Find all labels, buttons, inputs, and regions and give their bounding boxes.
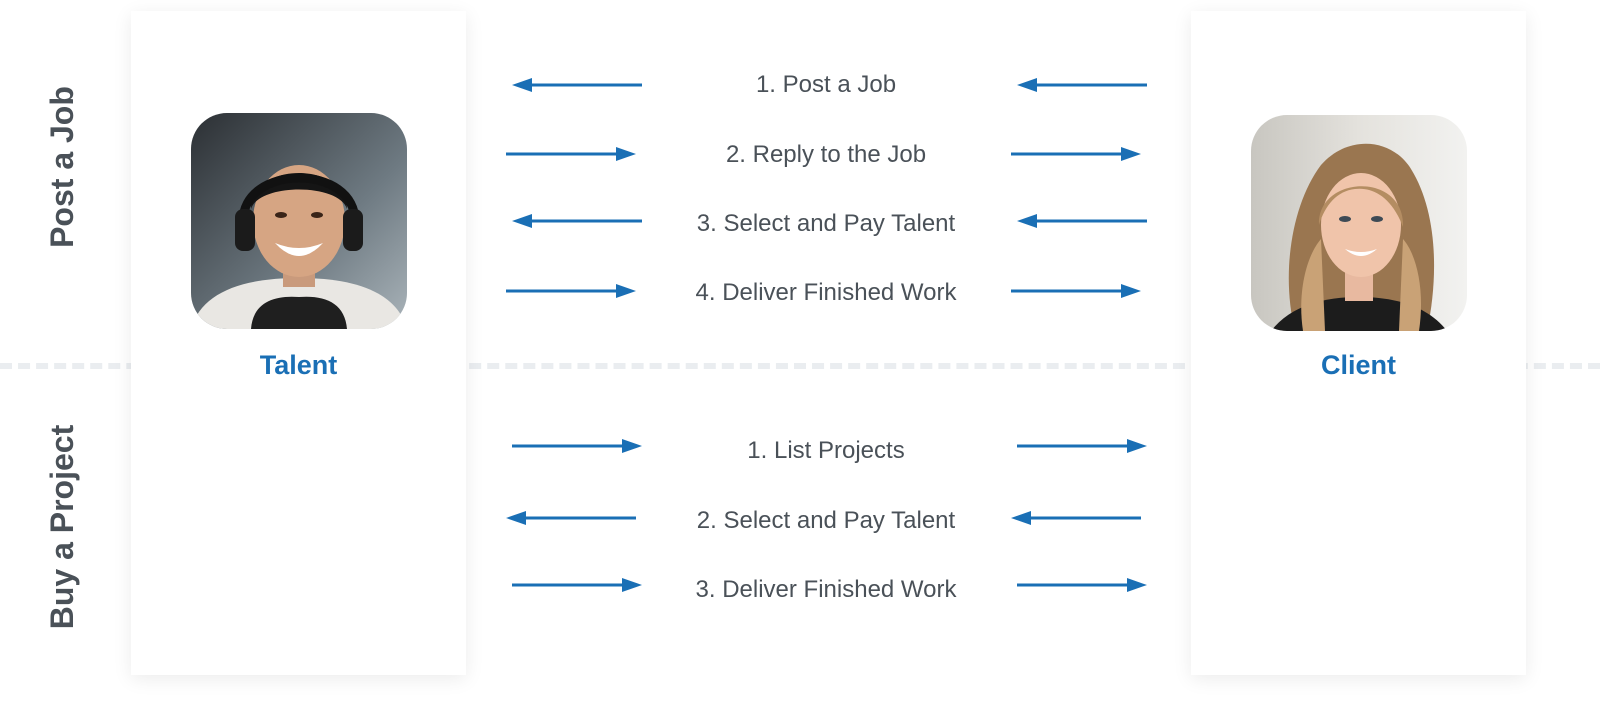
- client-card: Client: [1191, 11, 1526, 675]
- step-post-a-job-1: 1. Post a Job: [755, 71, 897, 98]
- arrow-post-a-job-3-right: [1017, 212, 1147, 230]
- arrow-post-a-job-2-right: [1011, 145, 1141, 163]
- arrow-buy-a-project-1-right: [1017, 437, 1147, 455]
- talent-card: Talent: [131, 11, 466, 675]
- step-buy-a-project-1: 1. List Projects: [747, 437, 905, 464]
- arrow-right-icon: [1011, 284, 1141, 298]
- arrow-post-a-job-4-left: [506, 282, 636, 300]
- arrow-post-a-job-1-right: [1017, 76, 1147, 94]
- arrow-left-icon: [1017, 78, 1147, 92]
- arrow-right-icon: [512, 578, 642, 592]
- section-title-buy-a-project: Buy a Project: [44, 424, 80, 630]
- arrow-left-icon: [512, 78, 642, 92]
- arrow-right-icon: [1017, 578, 1147, 592]
- step-post-a-job-2: 2. Reply to the Job: [725, 141, 927, 168]
- client-photo: [1251, 115, 1467, 331]
- arrow-post-a-job-1-left: [512, 76, 642, 94]
- arrow-left-icon: [1017, 214, 1147, 228]
- talent-label: Talent: [259, 350, 338, 380]
- arrow-post-a-job-3-left: [512, 212, 642, 230]
- step-buy-a-project-3: 3. Deliver Finished Work: [695, 576, 957, 603]
- section-divider: [0, 363, 1600, 369]
- step-buy-a-project-2: 2. Select and Pay Talent: [696, 507, 956, 534]
- arrow-right-icon: [506, 147, 636, 161]
- arrow-post-a-job-2-left: [506, 145, 636, 163]
- arrow-right-icon: [506, 284, 636, 298]
- arrow-right-icon: [1017, 439, 1147, 453]
- arrow-buy-a-project-2-right: [1011, 509, 1141, 527]
- arrow-buy-a-project-2-left: [506, 509, 636, 527]
- talent-photo: [191, 113, 407, 329]
- arrow-right-icon: [1011, 147, 1141, 161]
- arrow-buy-a-project-3-left: [512, 576, 642, 594]
- arrow-left-icon: [512, 214, 642, 228]
- arrow-buy-a-project-3-right: [1017, 576, 1147, 594]
- arrow-buy-a-project-1-left: [512, 437, 642, 455]
- step-post-a-job-4: 4. Deliver Finished Work: [695, 279, 957, 306]
- section-title-post-a-job: Post a Job: [44, 86, 80, 248]
- talent-avatar: [191, 113, 407, 329]
- arrow-left-icon: [1011, 511, 1141, 525]
- arrow-right-icon: [512, 439, 642, 453]
- arrow-left-icon: [506, 511, 636, 525]
- client-label: Client: [1320, 350, 1396, 380]
- client-avatar: [1251, 115, 1467, 331]
- arrow-post-a-job-4-right: [1011, 282, 1141, 300]
- step-post-a-job-3: 3. Select and Pay Talent: [696, 210, 956, 237]
